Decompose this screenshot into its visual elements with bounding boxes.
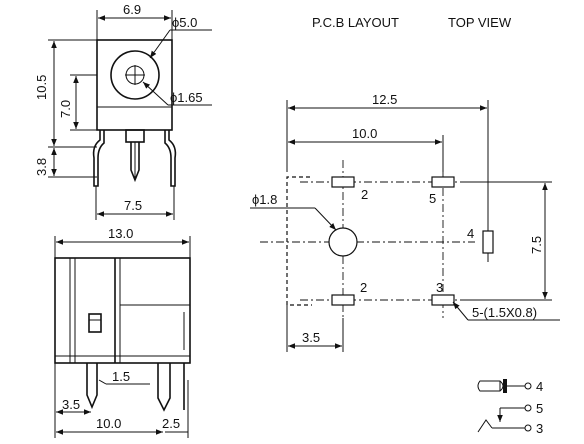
- pad-5-label: 5: [429, 191, 436, 206]
- pin-4-terminal: [524, 382, 532, 390]
- hole-diameter-label: ϕ1.8: [252, 192, 277, 207]
- center-hole: [328, 227, 358, 257]
- lead-position-label: 3.5: [62, 397, 80, 412]
- pcb-layout: P.C.B LAYOUT TOP VIEW 12.5 10.0 2 5 4 2 …: [250, 15, 560, 352]
- schematic-pin-3: 3: [536, 421, 543, 436]
- top-view-title: TOP VIEW: [448, 15, 512, 30]
- pad-3: [431, 294, 455, 306]
- lead-offset-label: 1.5: [112, 369, 130, 384]
- front-pin-shoulder: [125, 129, 145, 143]
- side-length-label: 13.0: [108, 226, 133, 241]
- plug-symbol: [477, 380, 504, 392]
- end-offset-label: 2.5: [162, 416, 180, 431]
- pad-2-bottom-label: 2: [360, 280, 367, 295]
- jack-outer-circle: [110, 50, 160, 100]
- front-center-pin: [130, 142, 140, 183]
- pcb-height-label: 7.5: [529, 236, 544, 254]
- inner-width-label: 10.0: [352, 126, 377, 141]
- front-view: 6.9 ϕ5.0 ϕ1.65 10.5 7.0 3.8: [34, 2, 212, 220]
- pin-5-terminal: [524, 404, 532, 412]
- pin-span-label: 7.5: [124, 198, 142, 213]
- pad-3-label: 3: [436, 280, 443, 295]
- left-offset-label: 3.5: [302, 330, 320, 345]
- jack-schematic: 4 5 3: [477, 379, 543, 436]
- slot-size-label: 5-(1.5X0.8): [472, 305, 537, 320]
- schematic-pin-4: 4: [536, 379, 543, 394]
- side-lead-front: [86, 363, 98, 410]
- pad-2-top-label: 2: [361, 187, 368, 202]
- pad-2-bottom: [331, 294, 355, 306]
- side-window: [88, 313, 102, 333]
- side-lead-rear: [157, 363, 171, 412]
- front-right-leg: [164, 130, 177, 187]
- front-center-label: 7.0: [58, 100, 73, 118]
- front-left-leg: [92, 130, 105, 187]
- pad-4-label: 4: [467, 226, 474, 241]
- front-height-label: 10.5: [34, 75, 49, 100]
- side-body: [54, 257, 191, 364]
- pad-5: [431, 176, 455, 188]
- side-span-label: 10.0: [96, 416, 121, 431]
- side-view: 13.0 1.5 3.5 10.0 2.5: [54, 226, 191, 438]
- pcb-layout-title: P.C.B LAYOUT: [312, 15, 399, 30]
- outer-diameter-label: ϕ5.0: [172, 15, 197, 30]
- front-width-label: 6.9: [123, 2, 141, 17]
- pad-2-top: [331, 176, 355, 188]
- body-outline: [286, 176, 312, 306]
- lead-length-label: 3.8: [34, 158, 49, 176]
- pin-diameter-label: ϕ1.65: [170, 90, 203, 105]
- pin-3-terminal: [524, 424, 532, 432]
- schematic-pin-5: 5: [536, 401, 543, 416]
- pad-4: [482, 230, 494, 254]
- overall-width-label: 12.5: [372, 92, 397, 107]
